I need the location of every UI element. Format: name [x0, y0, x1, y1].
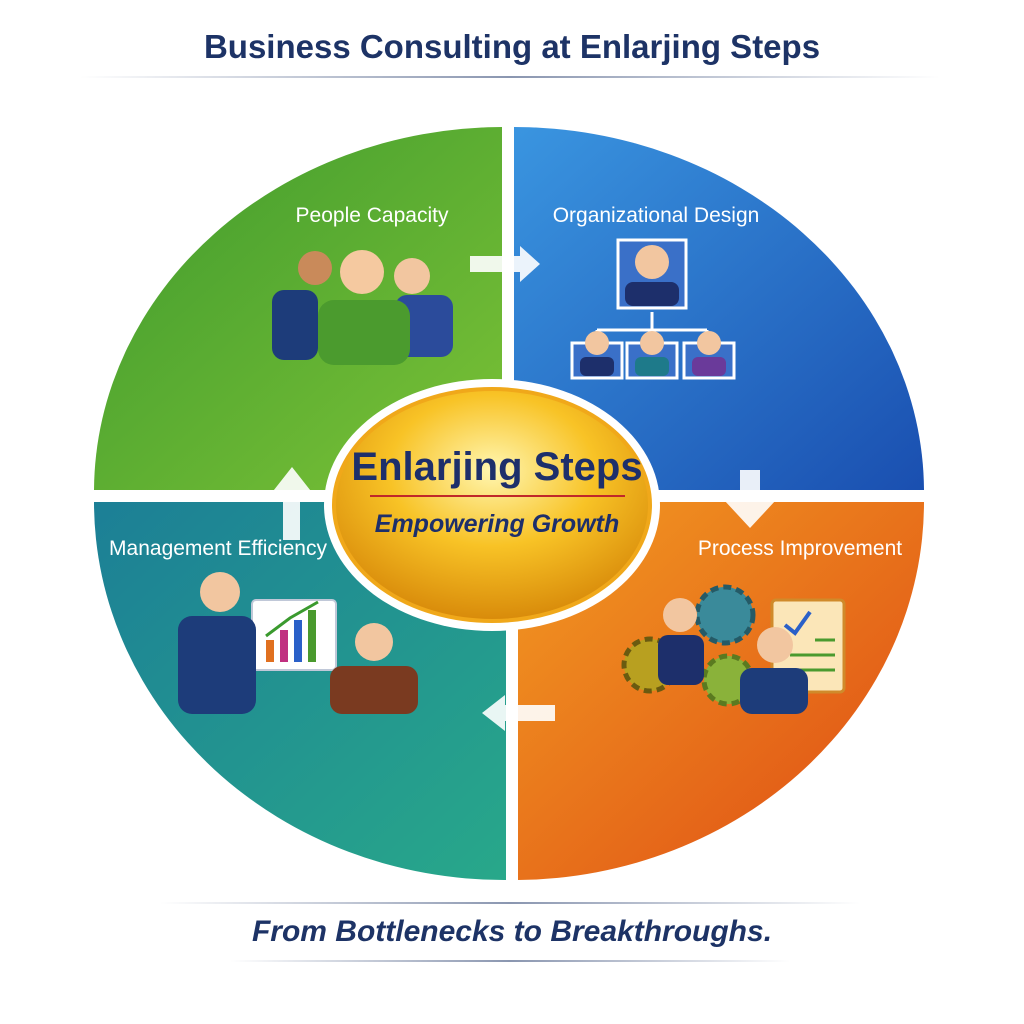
management-people-icon	[178, 572, 418, 714]
label-people-capacity: People Capacity	[296, 204, 449, 227]
footer-top-divider	[160, 902, 860, 904]
arrow-left-icon	[482, 695, 555, 731]
label-management-efficiency: Management Efficiency	[109, 537, 327, 560]
title-divider	[80, 76, 940, 78]
process-team-icon	[658, 598, 808, 714]
footer-bottom-divider	[230, 960, 790, 962]
center-subtitle: Empowering Growth	[375, 510, 619, 538]
label-organizational-design: Organizational Design	[553, 204, 760, 227]
quadrant-organizational-design	[514, 127, 924, 490]
arrow-up-icon	[270, 467, 314, 540]
arrow-right-icon	[470, 246, 540, 282]
arrow-down-icon	[724, 470, 776, 528]
center-title: Enlarjing Steps	[351, 445, 642, 489]
team-people-icon	[272, 250, 453, 365]
center-badge	[332, 387, 652, 623]
presentation-chart-icon	[251, 599, 337, 671]
org-people-icon	[580, 245, 726, 376]
page-title: Business Consulting at Enlarjing Steps	[203, 28, 821, 65]
footer-tagline: From Bottlenecks to Breakthroughs.	[251, 915, 773, 948]
label-process-improvement: Process Improvement	[698, 537, 902, 560]
